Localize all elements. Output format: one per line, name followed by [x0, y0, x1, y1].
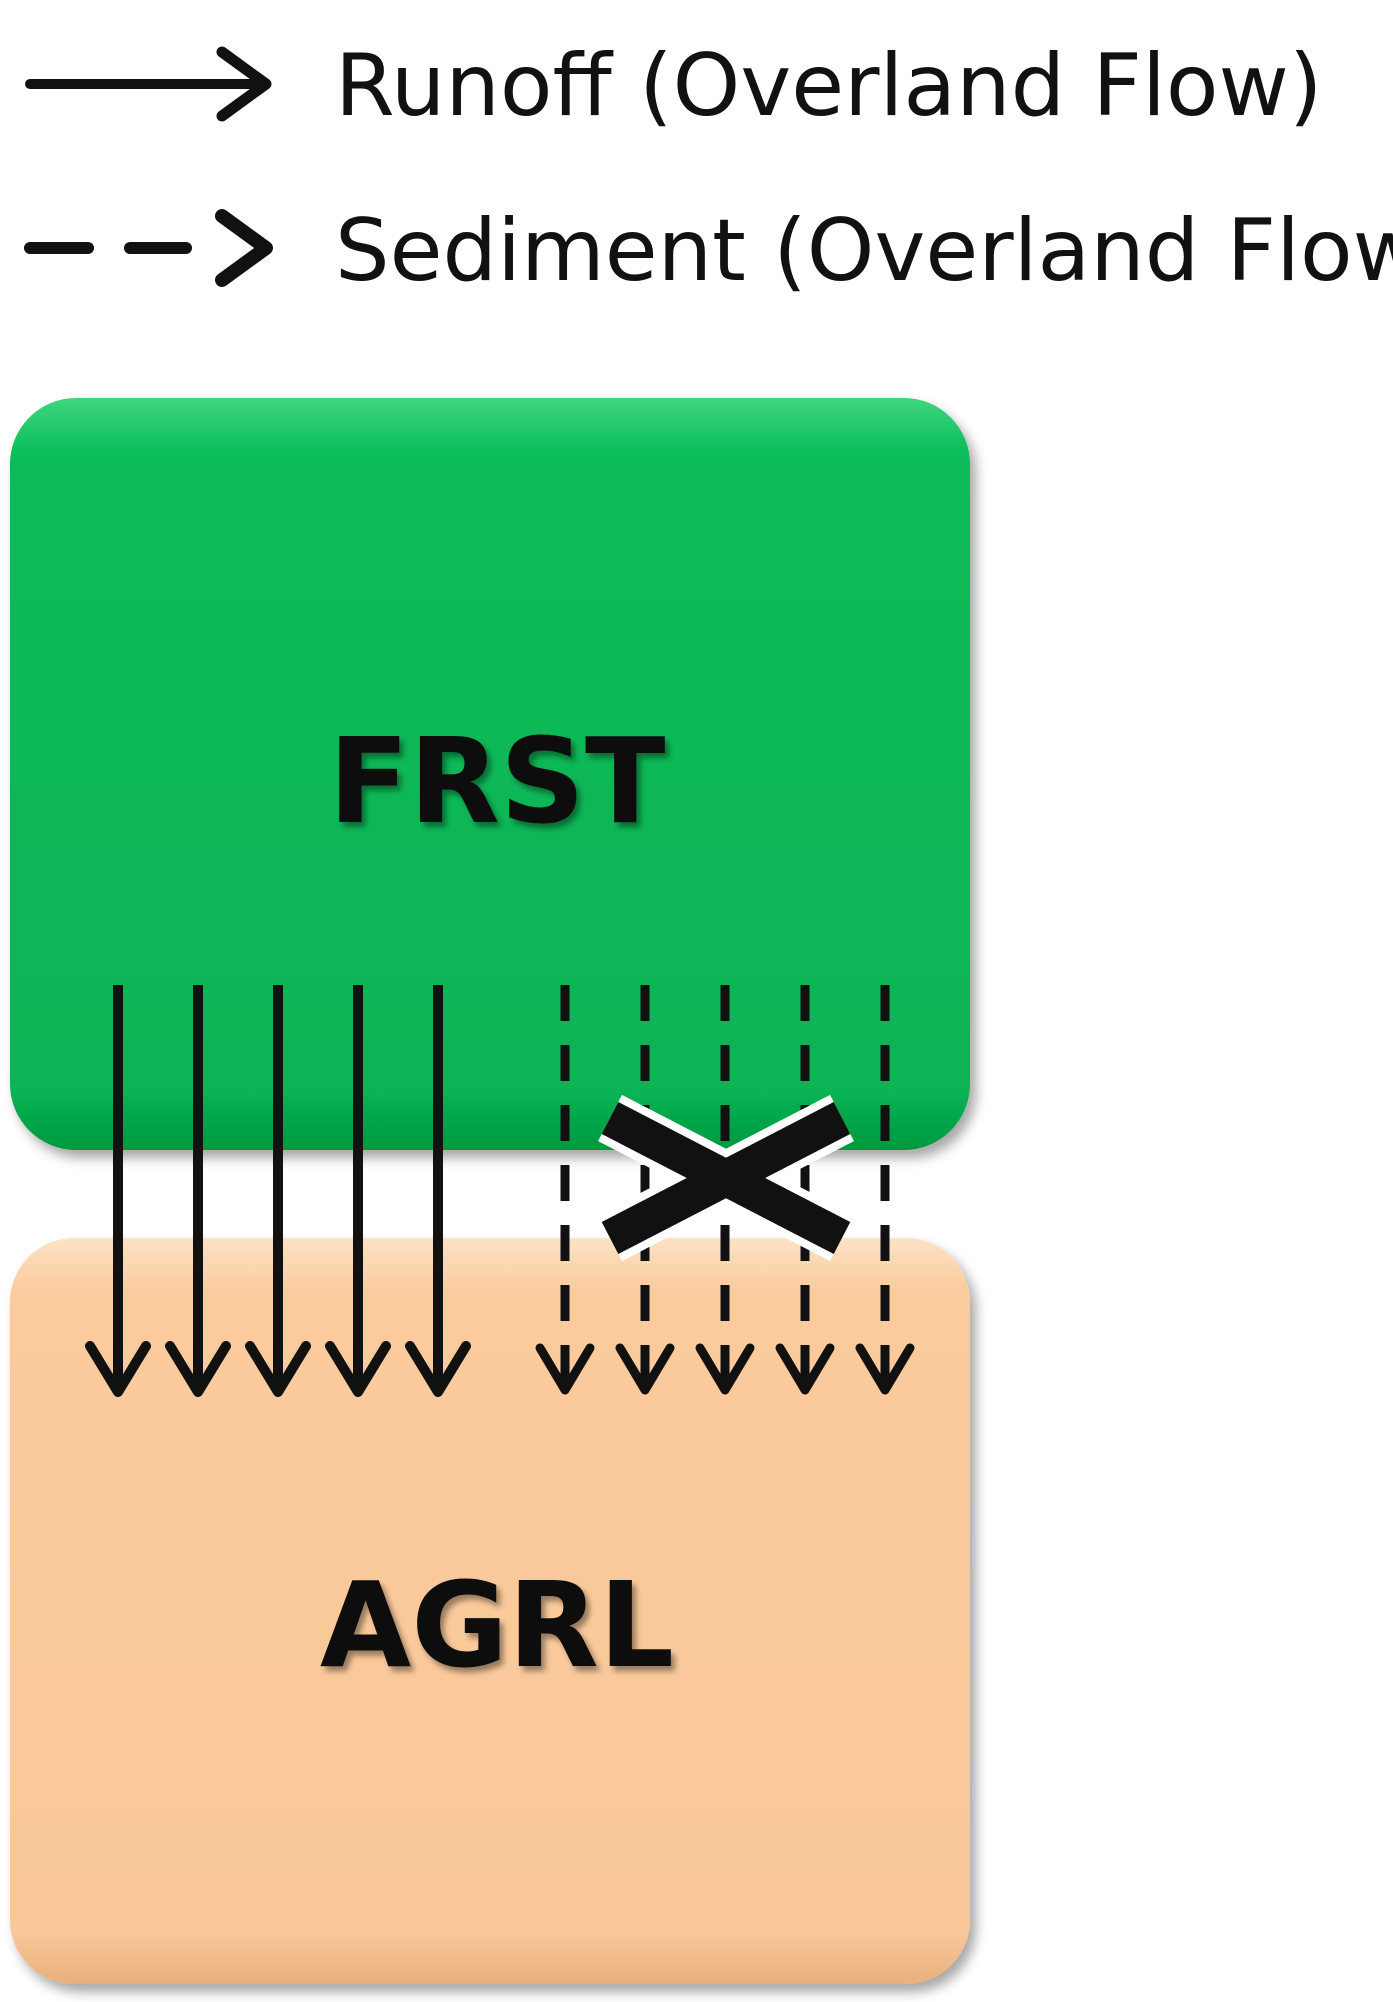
- sediment-arrow-icon: [615, 985, 675, 1395]
- agriculture-box: [10, 1238, 970, 1984]
- runoff-arrow-icon: [85, 985, 151, 1397]
- agriculture-box-label: AGRL: [320, 1556, 674, 1694]
- forest-box-label: FRST: [329, 712, 666, 850]
- runoff-arrow-icon: [405, 985, 471, 1397]
- sediment-arrow-icon: [775, 985, 835, 1395]
- runoff-arrows: [85, 985, 471, 1397]
- sediment-arrow-icon: [855, 985, 915, 1395]
- sediment-arrows: [535, 985, 915, 1395]
- cross-icon: [598, 1094, 854, 1262]
- forest-box: [10, 398, 970, 1150]
- runoff-arrow-icon: [325, 985, 391, 1397]
- runoff-arrow-icon: [245, 985, 311, 1397]
- legend-runoff-label: Runoff (Overland Flow): [335, 36, 1322, 136]
- legend-runoff-arrow-icon: [25, 46, 272, 122]
- legend-sediment-label: Sediment (Overland Flow): [335, 201, 1393, 301]
- legend: Runoff (Overland Flow) Sediment (Overlan…: [24, 36, 1393, 301]
- sediment-arrow-icon: [535, 985, 595, 1395]
- runoff-arrow-icon: [165, 985, 231, 1397]
- legend-sediment-arrow-icon: [24, 209, 273, 287]
